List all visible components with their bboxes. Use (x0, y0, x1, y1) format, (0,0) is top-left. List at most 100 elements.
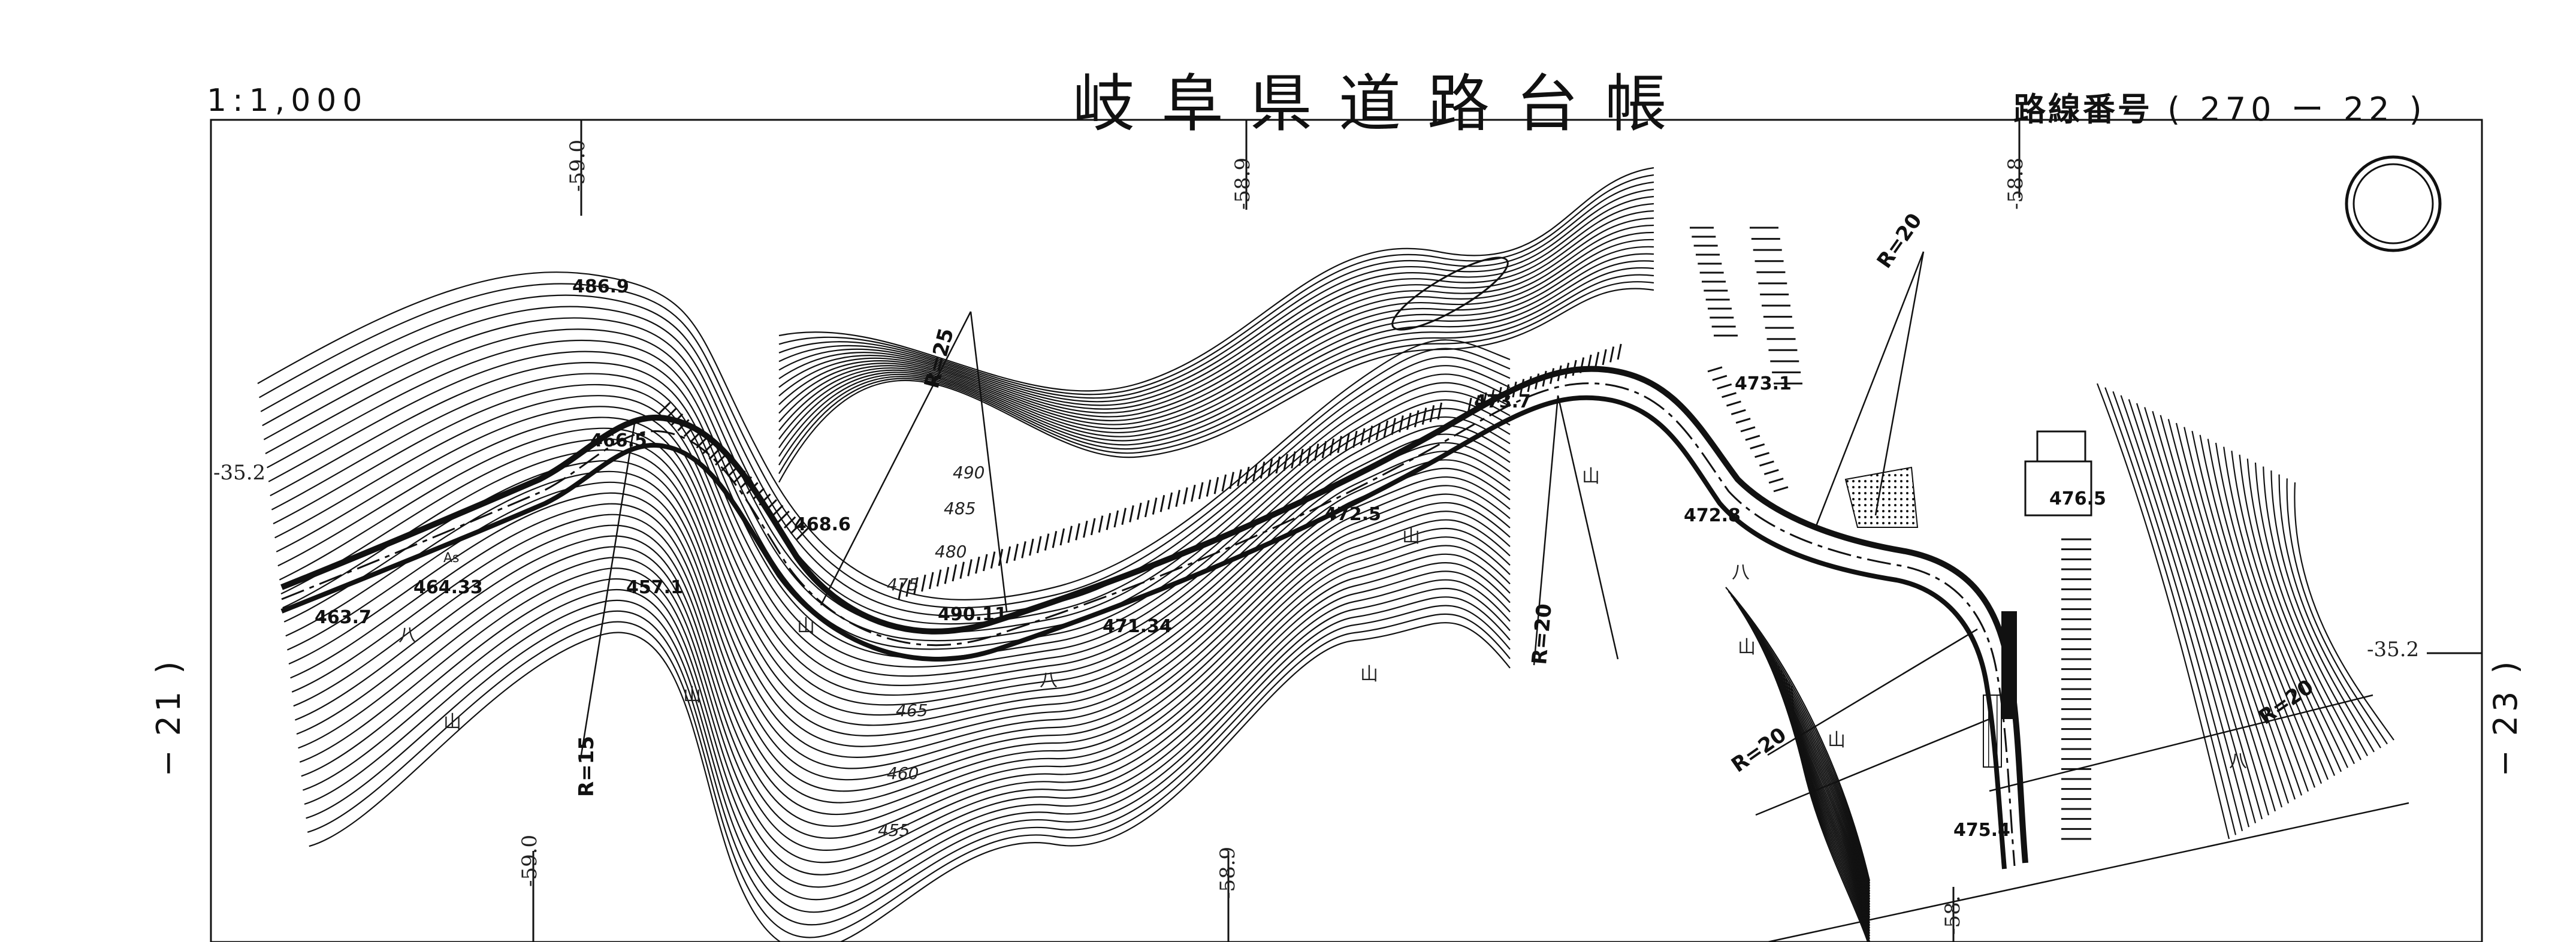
road-structure (2001, 611, 2017, 719)
contour-line (2246, 458, 2355, 765)
contour-line (294, 535, 1511, 839)
radius-leaders (580, 251, 2409, 942)
curve-radius: R=20 (1527, 603, 1557, 666)
contour-line (2278, 474, 2381, 748)
contour-line (778, 188, 1654, 403)
contour-line (778, 174, 1654, 395)
contour-line (2167, 419, 2290, 804)
north-symbol-icon (2345, 155, 2442, 252)
field-symbol: 八 (398, 625, 416, 646)
contour-line (2112, 391, 2243, 832)
route-number-value: ( 270 ー 22 ) (2167, 90, 2427, 128)
contour-line (778, 281, 1654, 474)
spot-elevation: 457.1 (626, 577, 683, 598)
contour-line (277, 416, 1511, 716)
contour-line (303, 587, 1511, 901)
contour-label: 455 (878, 820, 910, 840)
contour-line (291, 514, 1511, 816)
contour-line (259, 283, 1511, 609)
contour-line (778, 224, 1654, 422)
contour-line (290, 503, 1511, 804)
map-title: 岐阜県道路台帳 (1073, 67, 1694, 140)
contour-line (268, 351, 1511, 659)
contour-line (2199, 434, 2316, 788)
contour-line (296, 546, 1511, 851)
contour-line (293, 524, 1511, 827)
contour-line (2104, 387, 2237, 835)
grid-label-bottom-2: -58.9 (1216, 847, 1240, 899)
grid-label-top-2: -58.9 (1231, 158, 1255, 210)
retaining-wall (1983, 695, 2002, 768)
contour-line (2239, 454, 2349, 768)
contour-line (778, 274, 1654, 466)
contour-line (2136, 403, 2263, 820)
road-edge-south (280, 395, 2007, 869)
spot-elevation: 473.1 (1735, 373, 1792, 394)
forest-symbol: 山 (1402, 526, 1420, 547)
contour-line (2231, 451, 2342, 772)
field-symbol: 八 (1040, 670, 1058, 691)
contour-line (270, 362, 1511, 668)
field-symbol: 八 (2229, 751, 2247, 772)
spot-elevation: 475.4 (1953, 820, 2010, 841)
contour-line (1725, 587, 1871, 881)
contour-line (271, 373, 1511, 677)
contour-lines (257, 167, 2394, 942)
contour-line (2294, 482, 2394, 741)
road-centerline (281, 382, 2016, 866)
map-scale: 1:1,000 (207, 83, 369, 119)
contour-line (279, 427, 1511, 726)
contour-label: 490 (953, 463, 985, 482)
contour-line (1783, 674, 1871, 940)
curve-radius: R=20 (1727, 723, 1790, 777)
road-edge-north (280, 366, 2028, 864)
contour-line (2191, 430, 2309, 792)
contour-line (262, 306, 1511, 625)
building (2036, 430, 2086, 463)
contour-line (778, 267, 1654, 457)
contour-line (2144, 407, 2270, 816)
dotted-area (1844, 466, 1919, 528)
curve-radius: R=20 (2254, 675, 2318, 729)
spot-elevation: 466.5 (590, 430, 647, 451)
contour-line (273, 384, 1511, 687)
contour-line (260, 294, 1511, 617)
contour-line (309, 622, 1511, 942)
contour-line (298, 557, 1511, 864)
contour-line (778, 167, 1654, 392)
spot-elevation: 490.11 (938, 604, 1007, 625)
contour-label: 475 (887, 575, 919, 594)
contour-line (778, 253, 1654, 440)
contour-line (778, 217, 1654, 418)
contour-line (2270, 470, 2375, 753)
forest-symbol: 山 (797, 616, 815, 637)
contour-line (282, 449, 1511, 747)
contour-line (2184, 427, 2303, 796)
spot-elevation: 476.5 (2049, 488, 2106, 509)
contour-line (2175, 422, 2296, 800)
contour-line (1788, 682, 1870, 942)
contour-line (301, 578, 1511, 888)
grid-label-top-3: -58.8 (2004, 158, 2028, 210)
forest-symbol: 山 (683, 685, 701, 706)
contour-line (1790, 686, 1869, 942)
structures (1391, 256, 2092, 517)
contour-line (2152, 410, 2276, 812)
spot-elevation: 468.6 (794, 514, 851, 535)
contour-line (307, 613, 1511, 938)
contour-label: 480 (935, 542, 967, 561)
contour-line (778, 246, 1654, 434)
grid-label-bottom-3: -58. (1941, 895, 1965, 935)
forest-symbol: 山 (1828, 730, 1846, 751)
contour-line (778, 231, 1654, 425)
spot-elevation: 471.34 (1103, 616, 1172, 637)
spot-elevation: 472.8 (1684, 505, 1741, 526)
grid-label-left: -35.2 (213, 461, 265, 485)
spot-elevation: 486.9 (572, 276, 629, 297)
contour-line (288, 492, 1511, 792)
contour-label: 460 (887, 763, 919, 783)
contour-line (778, 288, 1654, 483)
contour-line (286, 481, 1511, 781)
contour-line (2120, 395, 2250, 828)
contour-line (2096, 383, 2230, 840)
